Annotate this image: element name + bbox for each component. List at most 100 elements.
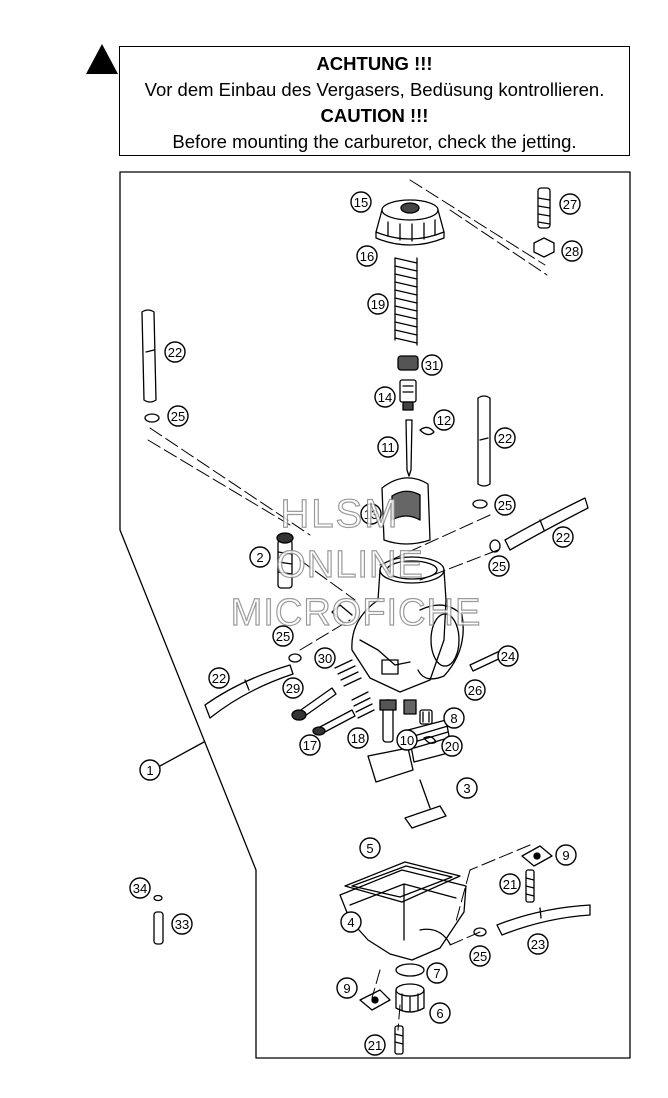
callout-circle xyxy=(429,1002,451,1024)
callout-number: 20 xyxy=(445,739,459,754)
callout-number: 10 xyxy=(400,733,414,748)
callout-circle xyxy=(497,645,519,667)
callout-number: 21 xyxy=(368,1038,382,1053)
callout-circle xyxy=(396,729,418,751)
callout-1: 1 xyxy=(139,759,161,781)
callout-number: 22 xyxy=(498,431,512,446)
callout-group: 15 27 16 2 8 19 22 31 1 4 25 12 22 11 25 13 22 22 5 25 30 24 2… xyxy=(129,191,583,1056)
callout-circle xyxy=(336,977,358,999)
idle-spring xyxy=(334,659,362,687)
callout-34: 34 xyxy=(129,877,151,899)
hose-clip xyxy=(473,927,487,937)
callout-number: 13 xyxy=(364,507,378,522)
callout-circle xyxy=(443,707,465,729)
bracket-right xyxy=(521,845,553,903)
callout-number: 5 xyxy=(366,841,373,856)
o-ring xyxy=(395,963,425,977)
callout-circle xyxy=(441,735,463,757)
callout-number: 18 xyxy=(351,731,365,746)
callout-circle xyxy=(559,193,581,215)
callout-number: 33 xyxy=(175,917,189,932)
callout-circle xyxy=(421,354,443,376)
main-jet-parts xyxy=(379,699,437,744)
caution-notice: ACHTUNG !!! Vor dem Einbau des Vergasers… xyxy=(119,46,630,156)
drain-hose xyxy=(496,904,591,936)
callout-number: 11 xyxy=(381,440,395,455)
callout-2: 2 xyxy=(249,546,271,568)
callout-number: 29 xyxy=(286,681,300,696)
callout-number: 4 xyxy=(347,915,354,930)
callout-circle xyxy=(469,945,491,967)
callout-11: 11 xyxy=(377,436,399,458)
adjust-screw xyxy=(533,187,555,258)
callout-circle xyxy=(299,734,321,756)
callout-13: 13 xyxy=(360,503,382,525)
leader-line xyxy=(159,741,205,767)
callout-22: 22 xyxy=(552,526,574,548)
callout-circle xyxy=(456,777,478,799)
callout-number: 25 xyxy=(498,498,512,513)
callout-number: 24 xyxy=(501,649,515,664)
callout-16: 16 xyxy=(356,245,378,267)
drain-plug xyxy=(395,983,425,1013)
callout-number: 8 xyxy=(450,711,457,726)
air-screw xyxy=(276,532,294,589)
callout-number: 9 xyxy=(562,848,569,863)
hose-clip xyxy=(144,413,160,423)
callout-number: 7 xyxy=(433,966,440,981)
callout-number: 22 xyxy=(168,345,182,360)
callout-circle xyxy=(350,191,372,213)
watermark-line2: ONLINE xyxy=(276,543,424,586)
parts-frame xyxy=(119,171,631,1059)
callout-25: 25 xyxy=(167,405,189,427)
callout-number: 9 xyxy=(343,981,350,996)
callout-circle xyxy=(249,546,271,568)
callout-number: 22 xyxy=(556,530,570,545)
bracket-bottom xyxy=(359,989,404,1055)
callout-number: 19 xyxy=(371,297,385,312)
callout-25: 25 xyxy=(494,494,516,516)
callout-31: 31 xyxy=(421,354,443,376)
callout-19: 19 xyxy=(367,293,389,315)
callout-number: 3 xyxy=(463,781,470,796)
vent-hose-left-upper xyxy=(141,309,157,403)
needle-parts xyxy=(397,355,435,477)
callout-circle xyxy=(139,759,161,781)
callout-circle xyxy=(356,245,378,267)
callout-circle xyxy=(555,844,577,866)
callout-number: 16 xyxy=(360,249,374,264)
callout-circle xyxy=(561,240,583,262)
callout-20: 20 xyxy=(441,735,463,757)
callout-number: 25 xyxy=(473,949,487,964)
callout-number: 12 xyxy=(437,413,451,428)
callout-9: 9 xyxy=(336,977,358,999)
hose-clip xyxy=(489,539,501,553)
callout-30: 30 xyxy=(314,647,336,669)
callout-number: 31 xyxy=(425,358,439,373)
callout-number: 22 xyxy=(212,671,226,686)
callout-15: 15 xyxy=(350,191,372,213)
callout-6: 6 xyxy=(429,1002,451,1024)
callout-circle xyxy=(377,436,399,458)
callout-17: 17 xyxy=(299,734,321,756)
notice-text-de: Vor dem Einbau des Vergasers, Bedüsung k… xyxy=(144,79,605,100)
callout-33: 33 xyxy=(171,913,193,935)
callout-number: 27 xyxy=(563,197,577,212)
pin-and-ring xyxy=(153,894,164,945)
callout-26: 26 xyxy=(464,679,486,701)
notice-text-en: Before mounting the carburetor, check th… xyxy=(172,131,577,152)
carb-cap xyxy=(375,199,445,246)
callout-circle xyxy=(272,625,294,647)
callout-18: 18 xyxy=(347,727,369,749)
hose-clip xyxy=(472,499,488,509)
callout-circle xyxy=(433,409,455,431)
callout-22: 22 xyxy=(208,667,230,689)
throttle-slide xyxy=(381,477,431,545)
throttle-stop-screw xyxy=(312,691,375,736)
callout-22: 22 xyxy=(164,341,186,363)
callout-25: 25 xyxy=(469,945,491,967)
callout-circle xyxy=(527,933,549,955)
callout-circle xyxy=(164,341,186,363)
callout-circle xyxy=(208,667,230,689)
